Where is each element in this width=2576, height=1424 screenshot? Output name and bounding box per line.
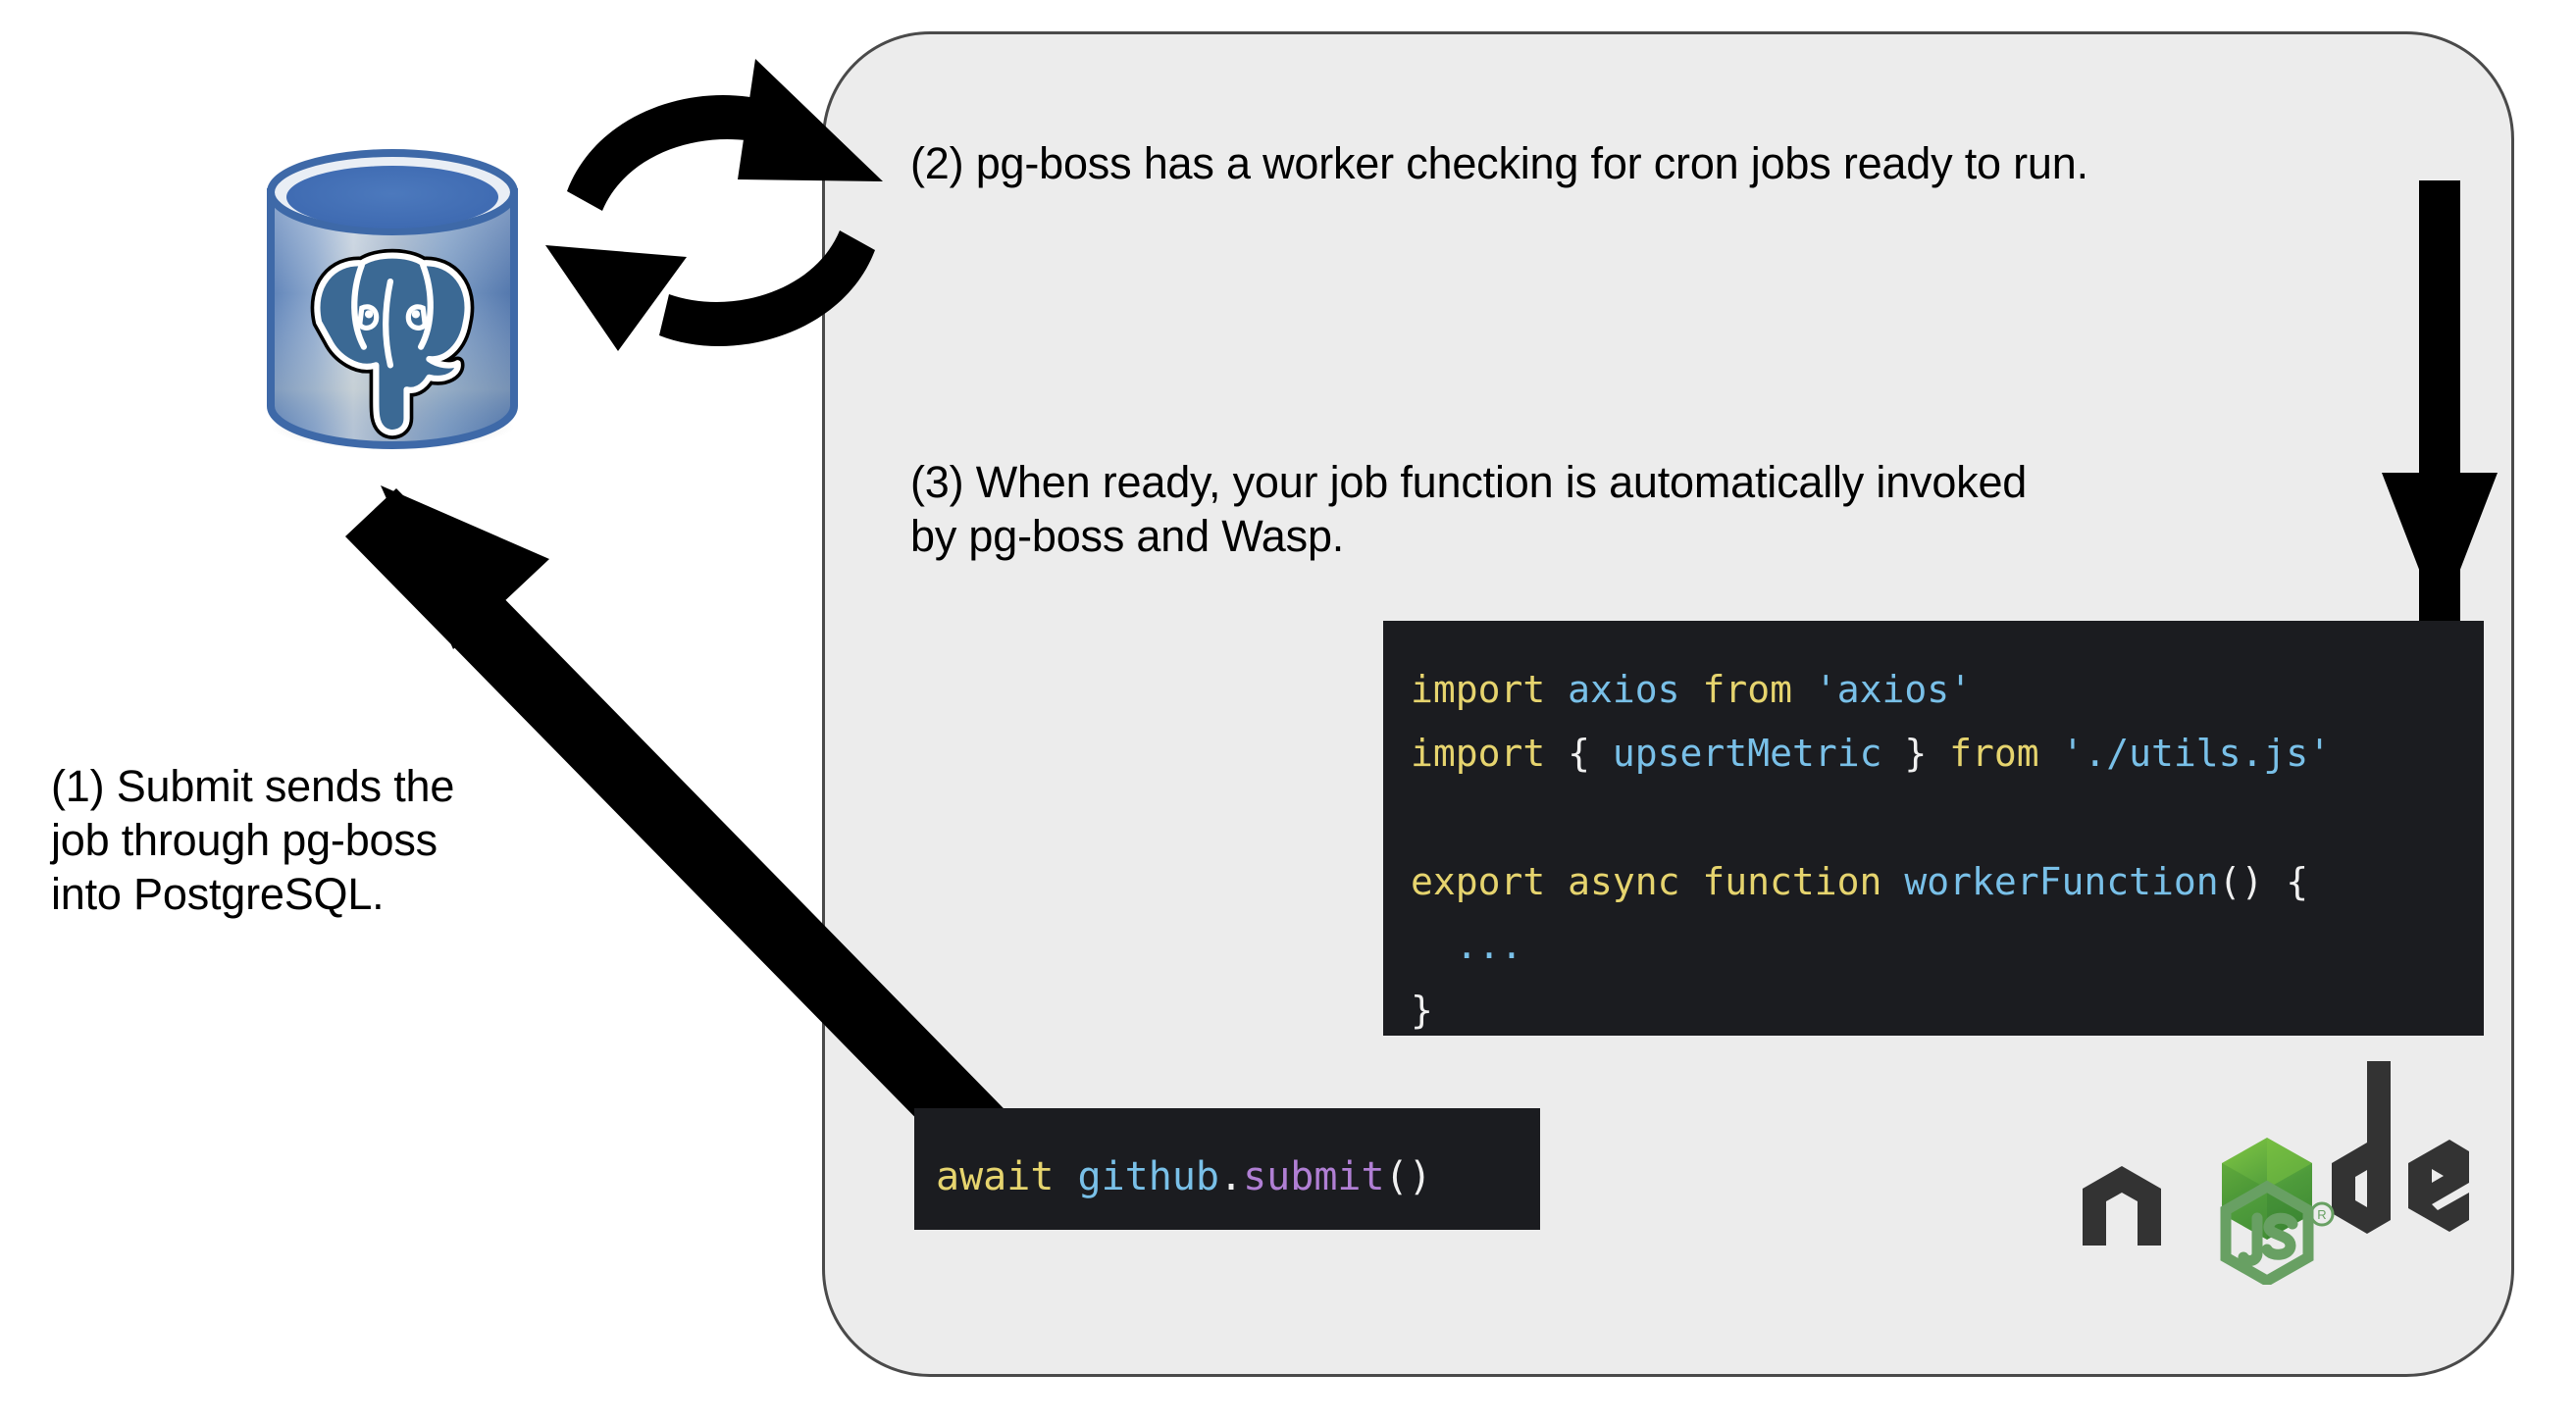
nodejs-logo: R	[2065, 1061, 2469, 1288]
code-line: ...	[1411, 914, 2484, 978]
code-token: () {	[2218, 860, 2309, 904]
code-token: }	[1881, 732, 1950, 776]
code-token: axios	[1568, 668, 1703, 711]
code-line	[1411, 787, 2484, 850]
code-line: await github.submit()	[936, 1144, 1540, 1211]
code-token: import	[1411, 732, 1569, 776]
code-token: workerFunction	[1904, 860, 2219, 904]
code-line: import axios from 'axios'	[1411, 658, 2484, 722]
postgresql-database-icon	[257, 149, 528, 451]
database-cylinder-svg	[267, 149, 518, 450]
code-line: import { upsertMetric } from './utils.js…	[1411, 722, 2484, 786]
code-token: from	[1702, 668, 1815, 711]
code-token: './utils.js'	[2061, 732, 2332, 776]
code-token	[1411, 924, 1456, 967]
code-token: await	[936, 1154, 1078, 1199]
nodejs-logo-svg: R	[2083, 1061, 2469, 1288]
callout-step-3: (3) When ready, your job function is aut…	[910, 457, 2028, 561]
code-line: }	[1411, 979, 2484, 1043]
code-token: 'axios'	[1814, 668, 1972, 711]
code-token: github	[1077, 1154, 1220, 1199]
submit-call-code-block: await github.submit()	[914, 1108, 1540, 1230]
code-token: export async function	[1411, 860, 1905, 904]
code-token: upsertMetric	[1612, 732, 1882, 776]
worker-function-code-block: import axios from 'axios'import { upsert…	[1383, 621, 2484, 1036]
callout-step-2: (2) pg-boss has a worker checking for cr…	[910, 138, 2088, 188]
code-token: submit	[1243, 1154, 1385, 1199]
callout-step-1: (1) Submit sends the job through pg-boss…	[51, 761, 455, 919]
code-token: from	[1949, 732, 2062, 776]
code-token: import	[1411, 668, 1569, 711]
svg-text:R: R	[2317, 1207, 2326, 1222]
code-token: }	[1411, 988, 1433, 1032]
code-token: .	[1219, 1154, 1244, 1199]
code-token: ()	[1384, 1154, 1432, 1199]
code-line: export async function workerFunction() {	[1411, 850, 2484, 914]
code-token: ...	[1455, 924, 1523, 968]
code-token: {	[1568, 732, 1613, 776]
